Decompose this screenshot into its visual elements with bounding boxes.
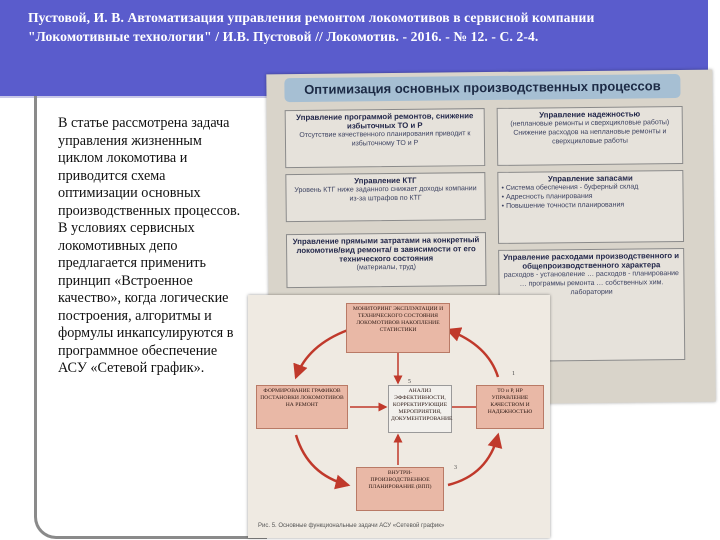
box-header: Управление программой ремонтов, снижение… <box>296 111 474 131</box>
box-header: Управление прямыми затратами на конкретн… <box>292 235 480 264</box>
box-text: (неплановые ремонты и сверхцикловые рабо… <box>510 119 670 146</box>
slide-body-text: В статье рассмотрена задача управления ж… <box>58 115 241 376</box>
figure-caption: Рис. 5. Основные функциональные задачи А… <box>258 523 445 529</box>
inventory-item: • Повышение точности планирования <box>501 201 625 210</box>
node-analysis: АНАЛИЗ ЭФФЕКТИВНОСТИ, КОРРЕКТИРУЮЩИЕ МЕР… <box>388 385 452 433</box>
node-production-planning: ВНУТРИ-ПРОИЗВОДСТВЕННОЕ ПЛАНИРОВАНИЕ (ВП… <box>356 467 444 511</box>
box-text: расходов - установление … расходов - пла… <box>503 270 679 297</box>
box-text: Уровень КТГ ниже заданного снижает доход… <box>294 185 477 203</box>
step-number: 5 <box>408 379 411 385</box>
step-number: 3 <box>454 465 457 471</box>
scheme-title: Оптимизация основных производственных пр… <box>284 74 681 103</box>
node-monitoring: МОНИТОРИНГ ЭКСПЛУАТАЦИИ И ТЕХНИЧЕСКОГО С… <box>346 303 450 353</box>
box-header: Управление надежностью <box>539 109 641 120</box>
box-text: (материалы, труд) <box>356 263 416 272</box>
network-schedule-photo: МОНИТОРИНГ ЭКСПЛУАТАЦИИ И ТЕХНИЧЕСКОГО С… <box>248 295 550 538</box>
scheme-box-inventory: Управление запасами • Система обеспечени… <box>497 169 685 244</box>
scheme-box-reliability: Управление надежностью (неплановые ремон… <box>496 105 684 166</box>
scheme-box-direct-costs: Управление прямыми затратами на конкретн… <box>285 232 487 289</box>
scheme-box-ktg: Управление КТГ Уровень КТГ ниже заданног… <box>285 172 486 223</box>
slide-title: Пустовой, И. В. Автоматизация управления… <box>28 10 595 44</box>
step-number: 1 <box>512 371 515 377</box>
node-schedule-formation: ФОРМИРОВАНИЕ ГРАФИКОВ ПОСТАНОВКИ ЛОКОМОТ… <box>256 385 348 429</box>
box-text: Отсутствие качественного планирования пр… <box>299 130 471 148</box>
text-frame <box>34 96 267 539</box>
node-maintenance-quality: ТО и Р, НР УПРАВЛЕНИЕ КАЧЕСТВОМ И НАДЕЖН… <box>476 385 544 429</box>
box-header: Управление расходами производственного и… <box>503 251 680 271</box>
scheme-box-repair-program: Управление программой ремонтов, снижение… <box>284 108 486 169</box>
